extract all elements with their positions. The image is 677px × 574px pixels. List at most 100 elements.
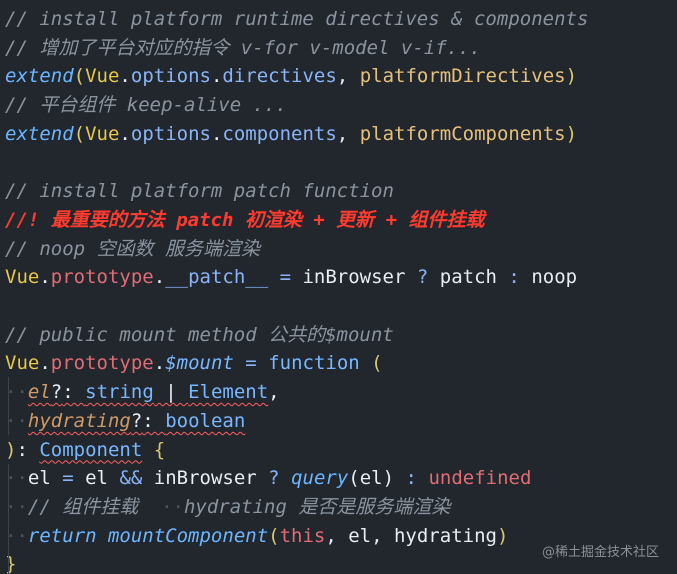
code-token: // 平台组件 keep-alive ... [5,94,287,117]
code-token: mountComponent [107,524,269,547]
code-line: Vue.prototype.$mount = function ( [5,349,383,378]
code-token: hydrating 是否是服务端渲染 [183,495,451,518]
code-token: ( [73,122,86,145]
code-token: patch [428,266,509,289]
whitespace-marker: ·· [5,467,28,490]
code-token: string [85,381,154,404]
whitespace-marker: ·· [5,524,28,547]
code-token: ) [565,65,578,88]
code-token: el [73,467,120,490]
code-token: ) [382,467,395,490]
indent-guide [8,377,9,435]
code-token: extend [5,65,74,88]
code-token: ? [50,381,63,404]
code-token: // install platform runtime directives &… [5,8,589,30]
code-token [417,467,428,489]
code-token: && [119,467,143,490]
code-line: extend(Vue.options.components, platformC… [5,120,577,149]
code-token: prototype [50,266,154,289]
code-token: : [16,438,40,461]
code-token: : [405,467,417,490]
code-token: inBrowser [291,266,417,289]
code-token: ? [130,409,143,432]
code-token: ? [416,266,429,289]
code-token: . [119,65,131,88]
code-line: Vue.prototype.__patch__ = inBrowser ? pa… [5,263,577,292]
code-line: // noop 空函数 服务端渲染 [5,235,260,264]
code-token: extend [5,122,74,145]
code-token: query [291,467,349,490]
code-token: options [130,122,211,145]
code-line: // install platform patch function [5,177,394,206]
code-token: = [245,352,257,375]
code-line: } [5,550,16,574]
code-token [97,525,108,547]
code-line: extend(Vue.options.directives, platformD… [5,62,577,91]
code-token: undefined [428,467,532,490]
code-token: el [27,467,63,490]
code-line: ··el?: string | Element, [5,378,280,407]
code-line: ··return mountComponent(this, el, hydrat… [5,522,508,551]
code-token: . [39,352,51,375]
code-token: ( [371,352,383,375]
code-token: noop [519,266,578,289]
whitespace-marker: ·· [161,495,184,518]
code-token: platformDirectives [359,65,566,88]
code-line: // 平台组件 keep-alive ... [5,91,287,120]
code-token: , [336,122,360,145]
code-token: ( [73,65,86,88]
code-token: : [142,409,166,432]
code-token: , [336,65,360,88]
code-token: . [210,122,223,145]
code-line: // install platform runtime directives &… [5,5,588,34]
code-token: options [130,65,211,88]
code-token: platformComponents [359,122,566,145]
code-token: // 增加了平台对应的指令 v-for v-model v-if... [5,36,481,59]
code-line: ··el = el && inBrowser ? query(el) : und… [5,464,531,493]
code-line: //! 最重要的方法 patch 初渲染 + 更新 + 组件挂载 [5,206,484,235]
code-token: Component [39,438,143,461]
code-token: this [279,524,326,547]
code-token: = [62,467,74,490]
code-token [234,352,245,374]
code-token: $mount [165,352,234,375]
code-token: el [359,467,383,490]
code-token: . [119,122,131,145]
code-token: // install platform patch function [5,180,394,203]
whitespace-marker: ·· [5,381,28,404]
whitespace-marker: ·· [5,495,28,518]
code-token: ) [5,438,17,461]
code-token [257,352,268,374]
code-token: return [27,524,97,547]
code-token: Vue [85,65,120,88]
code-line: // 增加了平台对应的指令 v-for v-model v-if... [5,34,481,63]
code-token: . [210,65,223,88]
code-token [268,266,279,288]
code-token: , el, hydrating [325,524,497,547]
code-token: __patch__ [165,266,269,289]
code-token: Element [188,381,269,404]
code-token: // 组件挂载 [27,495,162,518]
code-token: ) [565,122,578,145]
code-token: directives [222,65,337,88]
code-line: ··hydrating?: boolean [5,407,245,436]
code-token: el [27,381,51,404]
code-token: : [62,381,86,404]
code-token [360,352,371,374]
code-token [394,467,405,489]
code-token [280,467,291,489]
code-token: hydrating [27,409,131,432]
code-token: // noop 空函数 服务端渲染 [5,237,260,260]
code-token: ( [268,524,280,547]
code-token: : [508,266,520,289]
code-token: //! 最重要的方法 patch 初渲染 + 更新 + 组件挂载 [5,208,485,231]
code-token: ( [348,467,360,490]
code-token: prototype [50,352,154,375]
indent-guide [8,464,9,574]
watermark: @稀土掘金技术社区 [541,545,659,560]
code-token: . [39,266,51,289]
code-token: } [5,553,17,574]
code-token: Vue [85,122,120,145]
code-token: . [153,266,166,289]
